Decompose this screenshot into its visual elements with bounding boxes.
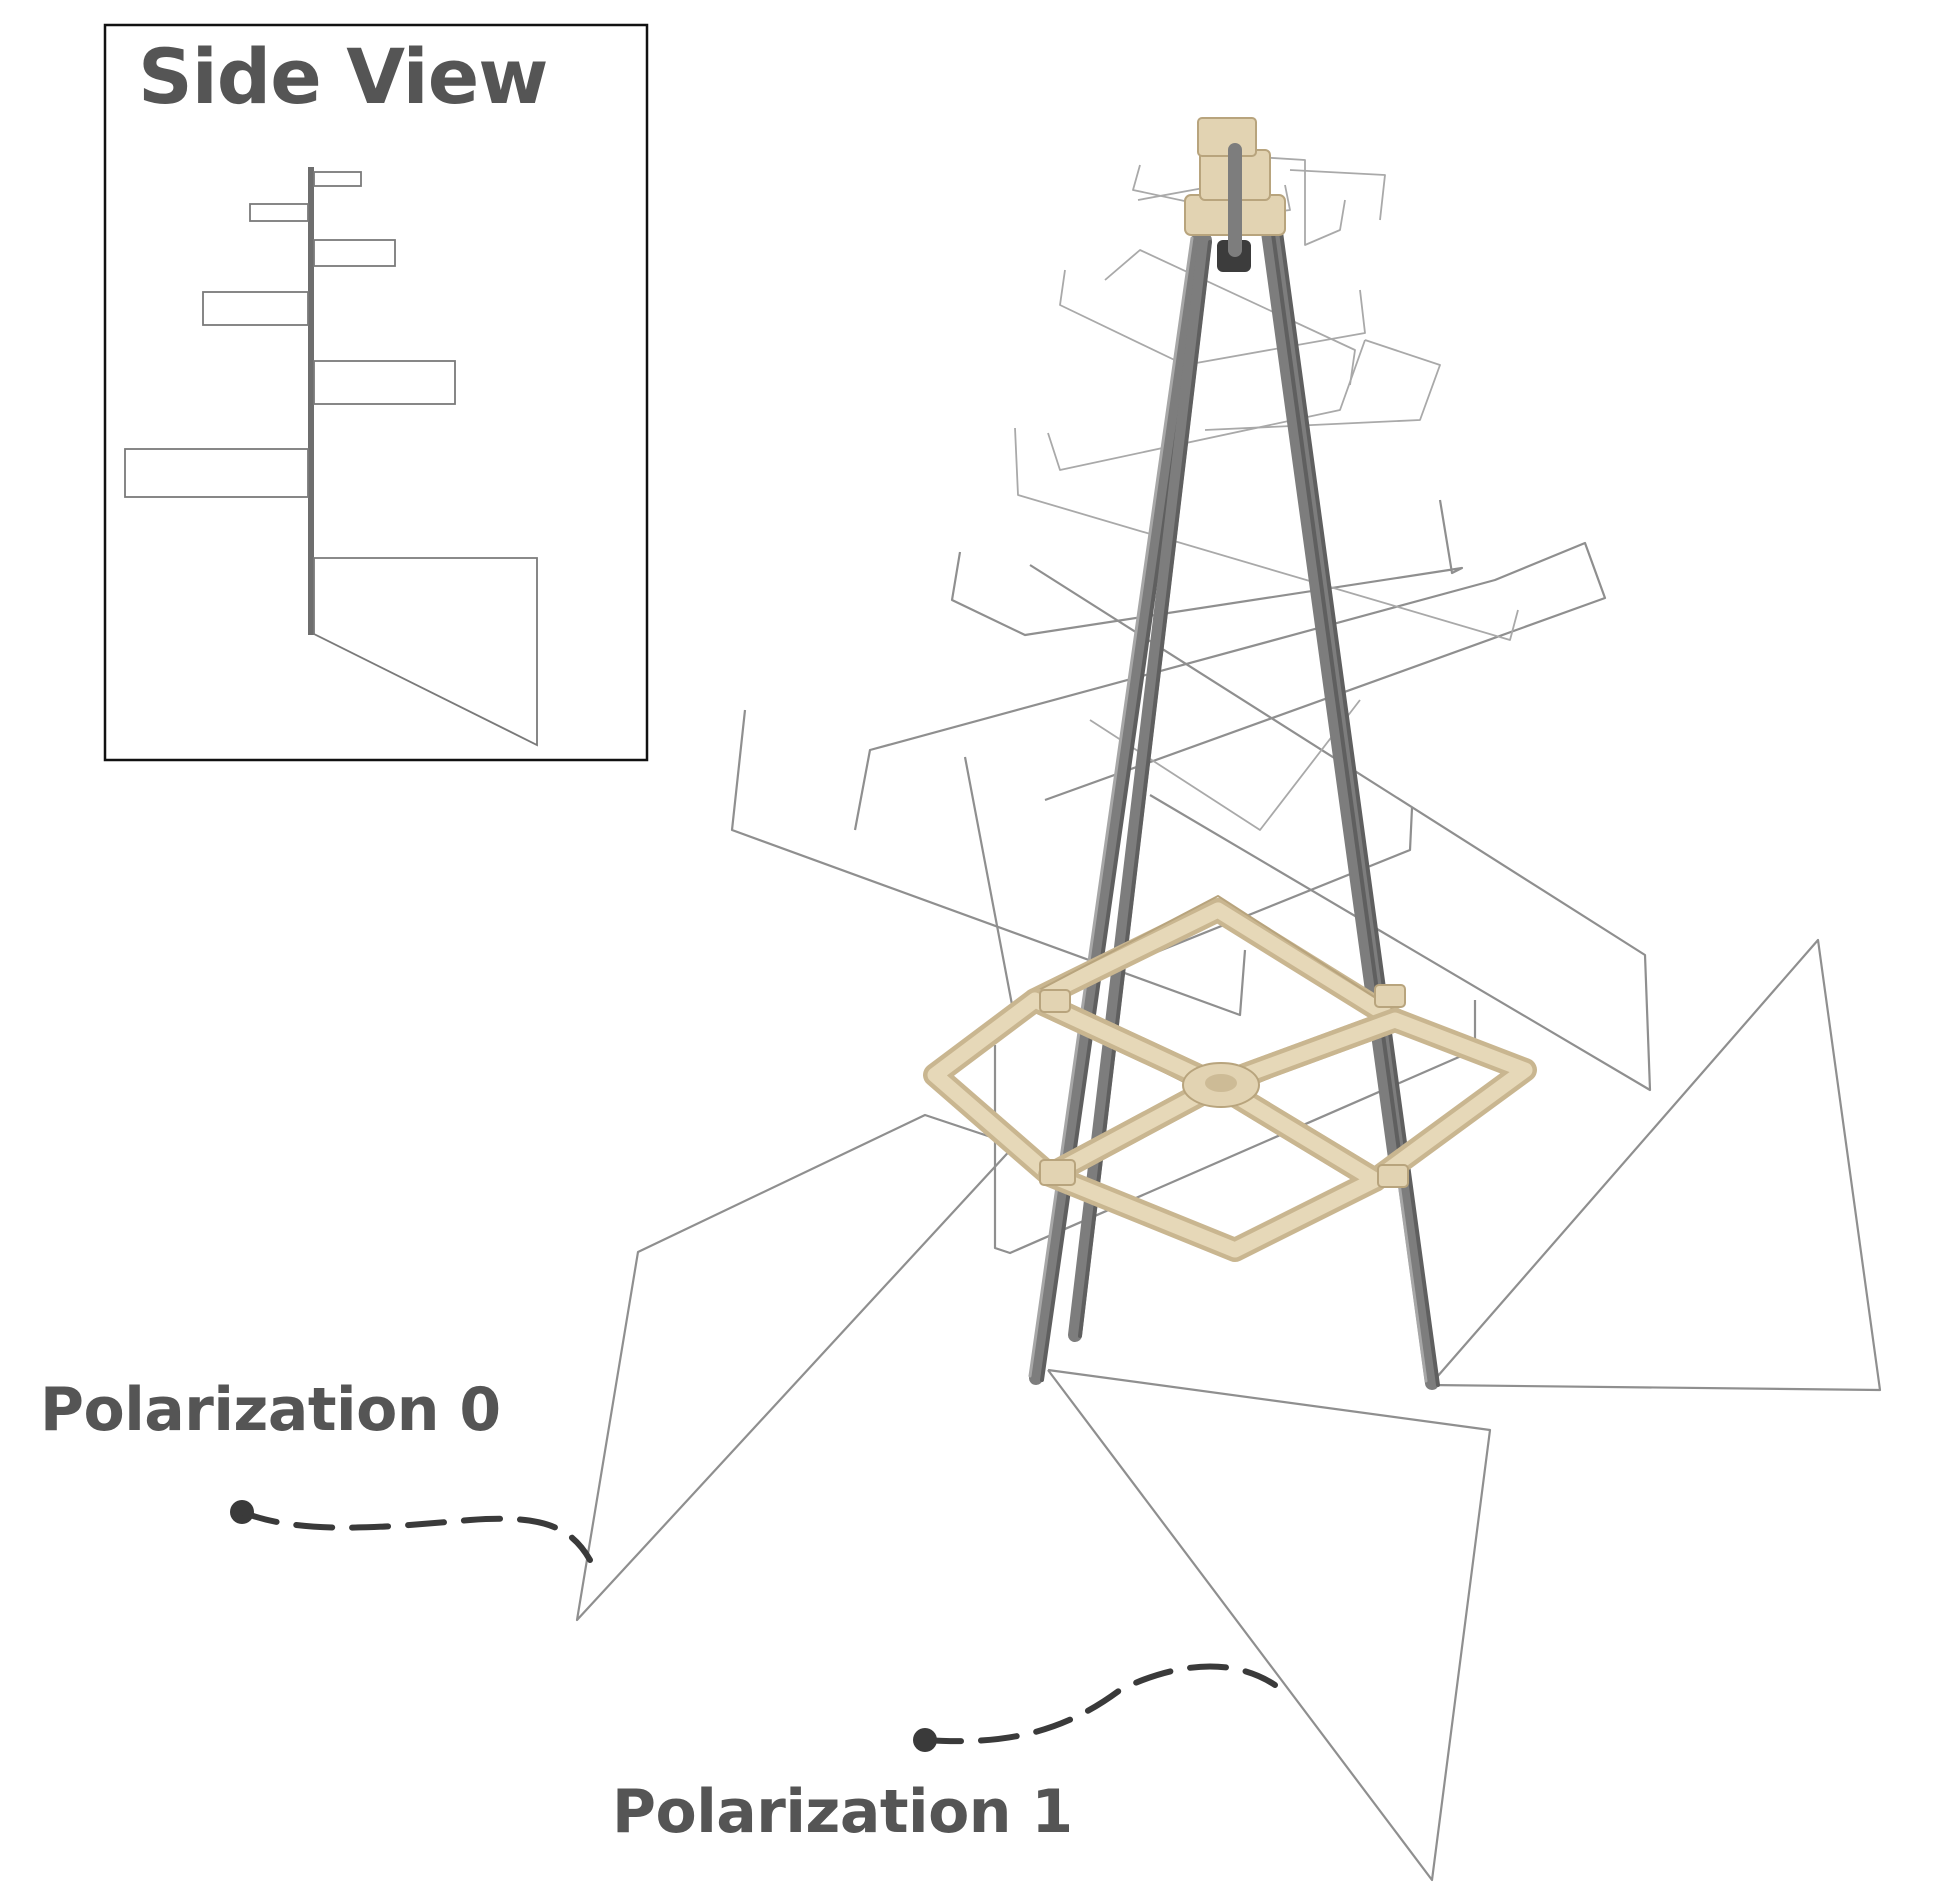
side-view-element — [313, 239, 396, 267]
wire-element-front — [1047, 1368, 1492, 1882]
antenna-3d — [575, 117, 1882, 1882]
side-view-element — [313, 557, 538, 747]
mast-leg — [1068, 233, 1212, 1342]
side-view-element — [313, 171, 362, 187]
wire-element-upper-4 — [1047, 339, 1366, 471]
wire-element-top-4 — [1289, 169, 1386, 221]
callout-polarization-1: Polarization 1 — [612, 1663, 1278, 1847]
callout-line — [922, 1663, 1278, 1745]
side-view-border — [103, 23, 649, 762]
wire-element-mid-band — [853, 541, 1607, 831]
wire-element-upper-2 — [1014, 427, 1519, 641]
wire-element-upper-3 — [1204, 339, 1441, 431]
top-hub — [1184, 117, 1286, 272]
mast-leg-shade — [1078, 240, 1212, 1338]
wire-element-left-front — [575, 1113, 1016, 1622]
mast-leg-shade — [1279, 230, 1440, 1387]
mast-legs — [1028, 223, 1440, 1390]
callout-line — [239, 1509, 593, 1563]
middle-wire-elements — [730, 499, 1652, 1092]
wire-element-mid-upper — [950, 499, 1464, 637]
wire-element-right — [1429, 938, 1882, 1392]
wire-element-top-2 — [1224, 154, 1346, 246]
base-frame-corner-clamp — [1039, 989, 1071, 1013]
base-frame-corner-clamp — [1377, 1164, 1409, 1188]
wire-element-mid-right — [1029, 564, 1652, 1092]
top-hub-cap — [1197, 117, 1257, 157]
base-frame-quadrant — [1042, 1077, 1383, 1258]
wire-element-upper-5 — [1104, 249, 1356, 386]
wire-element-mid-center — [963, 756, 1414, 1012]
side-view-elements — [124, 171, 538, 747]
side-view-element — [124, 448, 309, 498]
side-view-title: Side View — [138, 32, 547, 121]
base-frame-corner-clamp — [1374, 984, 1406, 1008]
polarization-1-label: Polarization 1 — [612, 1777, 1073, 1847]
side-view-element — [202, 291, 309, 326]
base-frame — [923, 895, 1537, 1262]
wire-element-mid-left — [730, 709, 1247, 1017]
lower-wire-elements — [575, 938, 1882, 1882]
side-view-inset: Side View — [103, 23, 649, 762]
side-view-element — [313, 360, 456, 405]
side-view-element — [249, 203, 309, 222]
callout-polarization-0: Polarization 0 — [40, 1375, 593, 1563]
wire-element-center-lower — [993, 1000, 1477, 1255]
base-frame-corner-clamp — [1039, 1159, 1076, 1186]
polarization-0-label: Polarization 0 — [40, 1375, 501, 1445]
base-frame-center-socket — [1205, 1074, 1237, 1092]
upper-wire-elements — [1014, 249, 1519, 641]
